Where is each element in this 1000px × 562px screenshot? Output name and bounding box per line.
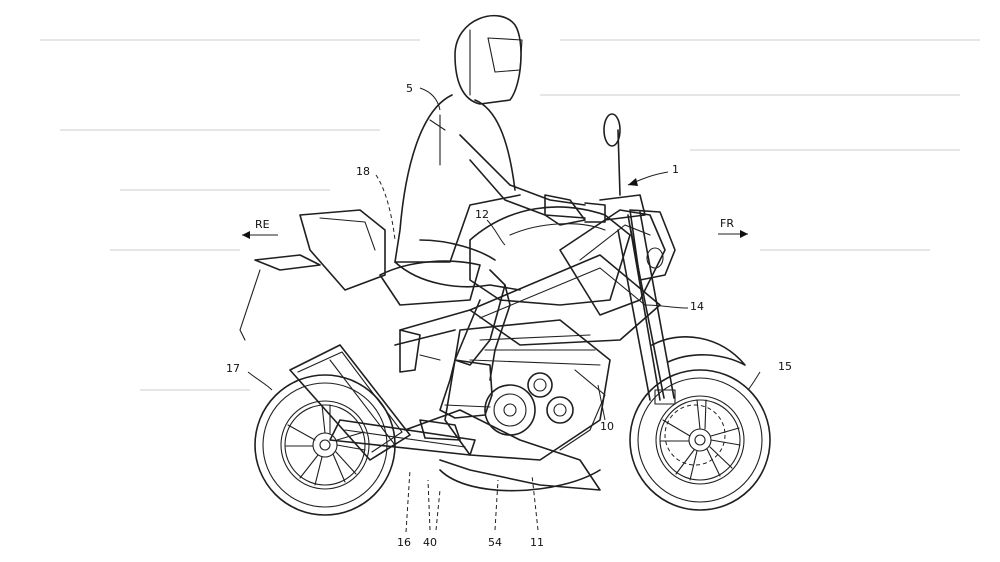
rear-label: RE [255, 218, 270, 231]
callout-10: 10 [600, 420, 614, 433]
front-wheel [629, 369, 771, 511]
front-direction-indicator: FR [718, 217, 748, 238]
seat-and-tail [239, 209, 481, 341]
callout-1: 1 [672, 163, 679, 176]
callout-16: 16 [397, 536, 411, 549]
footpeg [399, 329, 461, 441]
rear-direction-indicator: RE [242, 218, 278, 239]
callout-54: 54 [488, 536, 502, 549]
headlight [629, 209, 676, 281]
rear-wheel [254, 374, 396, 516]
callout-11: 11 [530, 536, 544, 549]
background-artifacts [40, 39, 980, 391]
callout-5: 5 [406, 82, 413, 95]
engine [439, 319, 611, 492]
leader-lines [247, 87, 761, 533]
callout-labels: 1 5 18 12 14 15 17 10 16 40 54 11 [226, 82, 792, 549]
callout-40: 40 [423, 536, 437, 549]
callout-15: 15 [778, 360, 792, 373]
fuel-tank [469, 206, 666, 316]
callout-12: 12 [475, 208, 489, 221]
callout-14: 14 [690, 300, 704, 313]
callout-18: 18 [356, 165, 370, 178]
callout-17: 17 [226, 362, 240, 375]
front-label: FR [720, 217, 734, 230]
handlebar [599, 113, 646, 221]
rider [394, 15, 606, 419]
